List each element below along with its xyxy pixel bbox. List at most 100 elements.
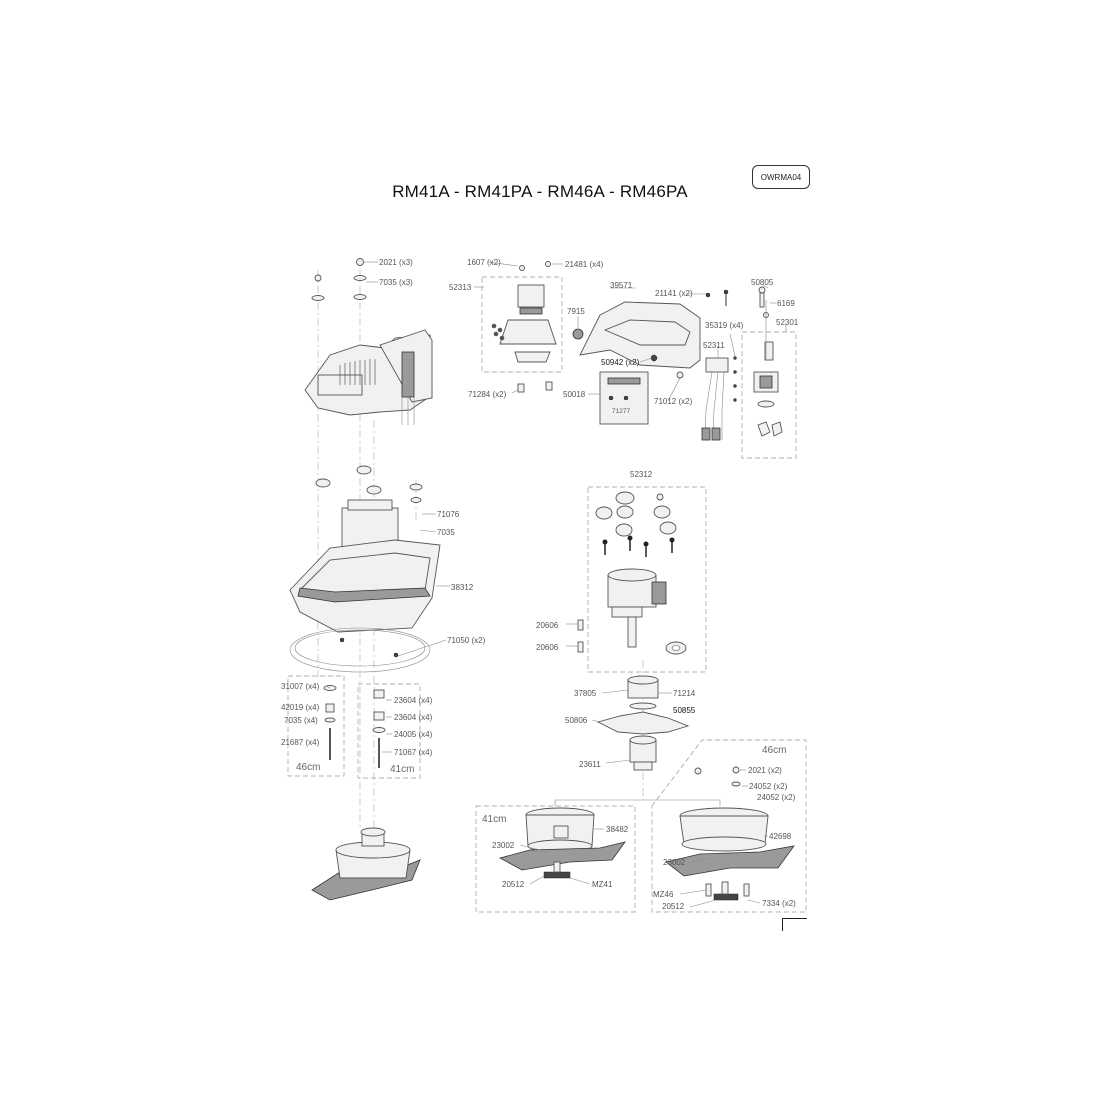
callout-number: 50805	[751, 278, 774, 287]
callout-number: 7035	[284, 716, 302, 725]
leader-lines	[325, 261, 787, 908]
spacer-kit-41cm-parts	[372, 689, 386, 768]
size-labels: 46cm 41cm 41cm 46cm	[296, 745, 786, 825]
svg-text:21141 (x2): 21141 (x2)	[655, 289, 693, 298]
callout-quantity: (x4)	[589, 260, 603, 269]
size-label: 41cm	[482, 814, 506, 825]
callout-number: 21687	[281, 738, 304, 747]
kit-box-52312	[587, 486, 707, 673]
battery-box-50018	[599, 371, 649, 425]
control-housing-39571	[572, 301, 701, 369]
callout-number: MZ41	[592, 880, 613, 889]
svg-text:71284 (x2): 71284 (x2)	[468, 390, 507, 399]
blade-deck-41cm	[498, 807, 626, 879]
svg-text:71067 (x4): 71067 (x4)	[394, 748, 433, 757]
callout-number: 20512	[662, 902, 685, 911]
kit-box-46cm	[287, 675, 345, 777]
callout-number: 23002	[663, 858, 686, 867]
svg-text:7334 (x2): 7334 (x2)	[762, 899, 796, 908]
svg-text:23604 (x4): 23604 (x4)	[394, 696, 433, 705]
callout-number: 71076	[437, 510, 460, 519]
callout-number: 31007	[281, 682, 304, 691]
svg-text:2021 (x2): 2021 (x2)	[748, 766, 782, 775]
svg-text:21687 (x4): 21687 (x4)	[281, 738, 320, 747]
callout-number: 20606	[536, 643, 559, 652]
callout-number: 52313	[449, 283, 472, 292]
callout-quantity: (x2)	[781, 793, 795, 802]
callout-quantity: (x3)	[399, 278, 413, 287]
callout-number: 39571	[610, 281, 633, 290]
kit-box-41cm	[357, 683, 421, 779]
blade-assembly-left	[311, 827, 421, 901]
svg-text:1607 (x2): 1607 (x2)	[467, 258, 501, 267]
page-title: RM41A - RM41PA - RM46A - RM46PA	[392, 182, 688, 201]
small-fasteners-21141	[705, 289, 729, 306]
callout-number: 2021	[379, 258, 397, 267]
wiring-52311	[701, 356, 737, 441]
callout-number: 52312	[630, 470, 653, 479]
pins-20606	[577, 619, 584, 653]
callout-number: 23002	[492, 841, 515, 850]
callout-quantity: (x4)	[418, 713, 432, 722]
callout-number: 24005	[394, 730, 417, 739]
callout-number: 24052	[749, 782, 772, 791]
svg-text:50942 (x2): 50942 (x2)	[601, 358, 640, 367]
callout-number: 7334	[762, 899, 780, 908]
link-line	[554, 799, 721, 806]
callout-quantity: (x2)	[487, 258, 501, 267]
fastener-71012	[676, 371, 684, 379]
callout-number: 21481	[565, 260, 588, 269]
callout-number: 24052	[757, 793, 780, 802]
callout-quantity: (x2)	[768, 766, 782, 775]
svg-text:42019 (x4): 42019 (x4)	[281, 703, 320, 712]
svg-text:7035 (x3): 7035 (x3)	[379, 278, 413, 287]
size-label: 41cm	[390, 764, 414, 775]
callout-number: 71050	[447, 636, 470, 645]
callout-quantity: (x2)	[679, 289, 693, 298]
chassis-38312	[289, 539, 441, 673]
motor-kit-52312-parts	[595, 491, 687, 655]
callout-number: 23604	[394, 713, 417, 722]
callout-number: 23604	[394, 696, 417, 705]
callout-number: 38482	[606, 825, 629, 834]
callout-number: 42019	[281, 703, 304, 712]
callout-number: 71284	[468, 390, 491, 399]
callout-number: 50942	[601, 358, 624, 367]
callout-quantity: (x4)	[729, 321, 743, 330]
callout-number: 7035	[437, 528, 455, 537]
callout-number: 42698	[769, 832, 792, 841]
svg-text:23604 (x4): 23604 (x4)	[394, 713, 433, 722]
callout-number: 7915	[567, 307, 585, 316]
size-label: 46cm	[296, 762, 320, 773]
callout-number: 21141	[655, 289, 677, 298]
kit-52313-parts	[491, 261, 557, 393]
callout-quantity: (x4)	[305, 703, 319, 712]
callout-number: 71067	[394, 748, 417, 757]
callout-number: MZ46	[653, 890, 674, 899]
blade-box-41cm	[475, 805, 636, 913]
svg-text:21481 (x4): 21481 (x4)	[565, 260, 604, 269]
callout-quantity: (x4)	[305, 738, 319, 747]
kit-box-52301	[741, 331, 797, 459]
callout-number: 37805	[574, 689, 597, 698]
switch-kit-52301	[753, 286, 783, 437]
callout-quantity: (x2)	[625, 358, 639, 367]
size-label: 46cm	[762, 745, 786, 756]
callout-quantity: (x2)	[782, 899, 796, 908]
callout-number: 71214	[673, 689, 696, 698]
callout-number: 1607	[467, 258, 485, 267]
callout-number: 2021	[748, 766, 766, 775]
callout-number: 52311	[703, 341, 725, 350]
callout-quantity: (x2)	[773, 782, 787, 791]
svg-text:71050 (x2): 71050 (x2)	[447, 636, 486, 645]
callout-number: 71277	[612, 408, 630, 415]
callout-quantity: (x2)	[678, 397, 692, 406]
callout-quantity: (x2)	[471, 636, 485, 645]
kit-box-52313	[481, 276, 563, 373]
callout-number: 71012	[654, 397, 677, 406]
callout-number: 50806	[565, 716, 588, 725]
spacer-rings	[315, 465, 423, 503]
callout-number: 50855	[673, 706, 696, 715]
fastener-stack-top	[311, 258, 367, 301]
